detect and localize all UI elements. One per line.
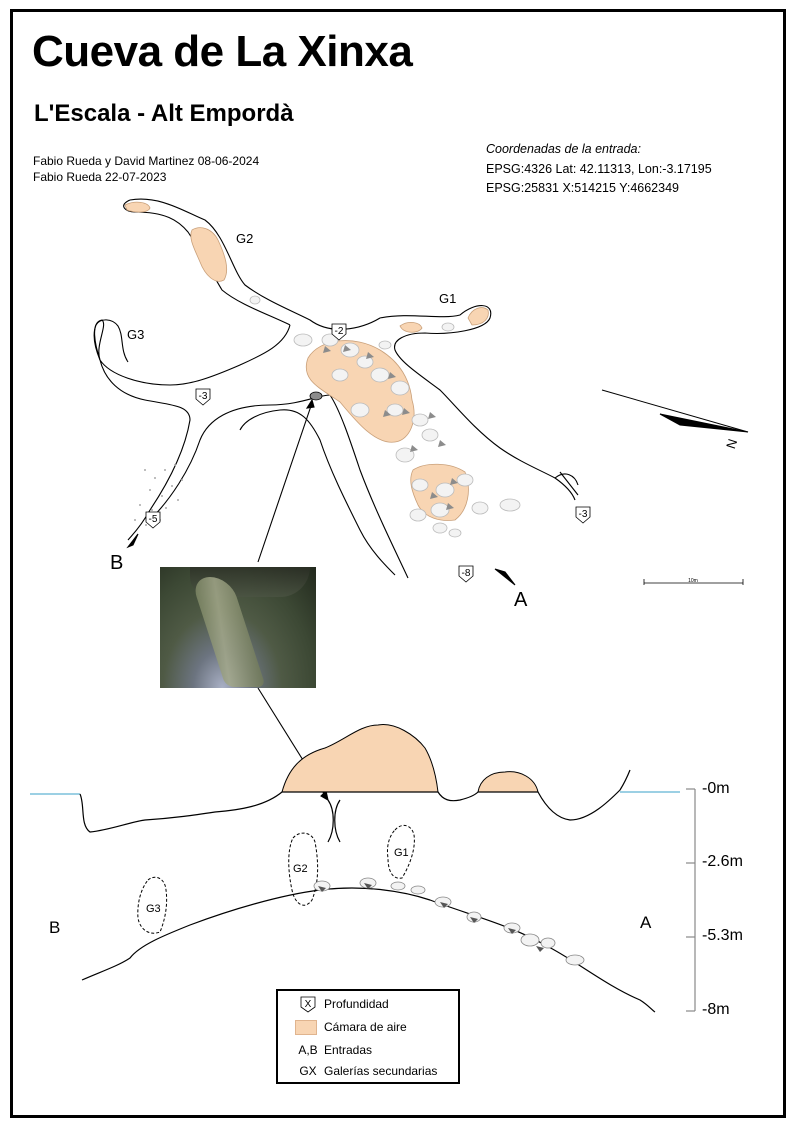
north-arrow-head (659, 413, 749, 433)
depth-value: -2 (335, 326, 344, 337)
depth-marker: -3 (575, 506, 591, 524)
air-chamber (190, 227, 227, 282)
entrance-b-label: B (110, 552, 123, 574)
gallery-outline-g2 (288, 832, 319, 906)
depth-marker: -5 (145, 511, 161, 529)
air-chamber-swatch (295, 1020, 317, 1035)
air-chamber (124, 201, 151, 213)
legend-box: X Profundidad Cámara de aire A,B Entrada… (276, 989, 460, 1084)
map-subtitle: L'Escala - Alt Empordà (34, 100, 294, 127)
depth-marker: -3 (195, 388, 211, 406)
gallery-label-g1: G1 (439, 291, 456, 306)
depth-marker: -2 (331, 323, 347, 341)
section-boulder-shading (318, 883, 544, 952)
stalagmite-marker (309, 391, 323, 401)
depth-value: -3 (199, 391, 208, 402)
section-gallery-label-g3: G3 (146, 903, 161, 915)
gallery-outline-g3 (137, 876, 168, 934)
air-chamber (305, 340, 415, 443)
gallery-label-g2: G2 (236, 231, 253, 246)
coordinates-heading: Coordenadas de la entrada: (486, 142, 641, 156)
plan-passage-outline (94, 319, 291, 541)
section-entrance-b-label: B (49, 918, 60, 937)
boulder-cluster (249, 295, 521, 538)
boulder-shading (323, 345, 458, 510)
depth-scale-label: -2.6m (702, 853, 743, 870)
depth-value: -5 (149, 514, 158, 525)
section-floor-outline (81, 887, 656, 1013)
north-label: N (723, 437, 740, 451)
legend-item-air-chamber: Cámara de aire (278, 1017, 458, 1037)
gallery-label-g3: G3 (127, 327, 144, 342)
plan-view: -2 -3 -5 -3 -8 G1 G2 G3 (93, 198, 749, 802)
air-chamber-section (281, 724, 439, 793)
depth-marker: -8 (458, 565, 474, 583)
plan-passage-outline (129, 198, 576, 501)
section-gallery-label-g2: G2 (293, 863, 308, 875)
author-line: Fabio Rueda 22-07-2023 (33, 170, 167, 184)
depth-marker-icon: X (300, 996, 316, 1013)
plan-passage-outline (239, 409, 396, 576)
svg-text:X: X (305, 999, 312, 1010)
photo-pointer-head (320, 789, 329, 802)
section-ceiling-outline (79, 769, 631, 833)
legend-label: Cámara de aire (324, 1020, 407, 1034)
air-chamber (467, 307, 489, 326)
coordinates-line: EPSG:4326 Lat: 42.11313, Lon:-3.17195 (486, 162, 712, 176)
legend-label: Entradas (324, 1043, 373, 1057)
scale-label: 10m (688, 578, 698, 584)
photo-pointer-line (257, 402, 313, 563)
depth-value: -8 (462, 568, 471, 579)
gallery-outline-g1 (387, 824, 415, 879)
photo-pointer-head (305, 398, 315, 409)
north-arrow-line (601, 389, 749, 433)
legend-item-galleries: GX Galerías secundarias (278, 1061, 458, 1081)
depth-scale-label: -8m (702, 1001, 730, 1018)
legend-symbol: GX (299, 1064, 317, 1078)
plan-passage-outline (93, 319, 129, 363)
legend-item-entrances: A,B Entradas (278, 1040, 458, 1060)
stalagmite-section (327, 799, 341, 843)
sheet-border (10, 9, 786, 1118)
section-entrance-a-label: A (640, 913, 652, 932)
depth-scale-axis (686, 788, 696, 1012)
air-chamber (399, 322, 423, 333)
coordinates-line: EPSG:25831 X:514215 Y:4662349 (486, 181, 679, 195)
author-line: Fabio Rueda y David Martinez 08-06-2024 (33, 154, 260, 168)
entrance-a-arrow (494, 568, 516, 586)
legend-label: Galerías secundarias (324, 1064, 438, 1078)
map-title: Cueva de La Xinxa (32, 27, 413, 76)
plan-passage-outline (554, 471, 579, 496)
plan-passage-outline (149, 394, 409, 579)
section-gallery-label-g1: G1 (394, 847, 409, 859)
entrance-a-label: A (514, 589, 528, 611)
scale-bar (643, 579, 744, 585)
depth-scale-label: -0m (702, 780, 730, 797)
section-view: G1 G2 G3 A B (30, 724, 696, 1013)
section-boulders (313, 877, 585, 966)
legend-label: Profundidad (324, 997, 389, 1011)
legend-symbol: A,B (298, 1043, 318, 1057)
entrance-b-arrow (126, 533, 139, 549)
depth-scale-label: -5.3m (702, 927, 743, 944)
depth-value: -3 (579, 509, 588, 520)
air-chamber-section (477, 771, 539, 793)
cave-photo (160, 567, 316, 688)
legend-item-depth: X Profundidad (278, 994, 458, 1014)
